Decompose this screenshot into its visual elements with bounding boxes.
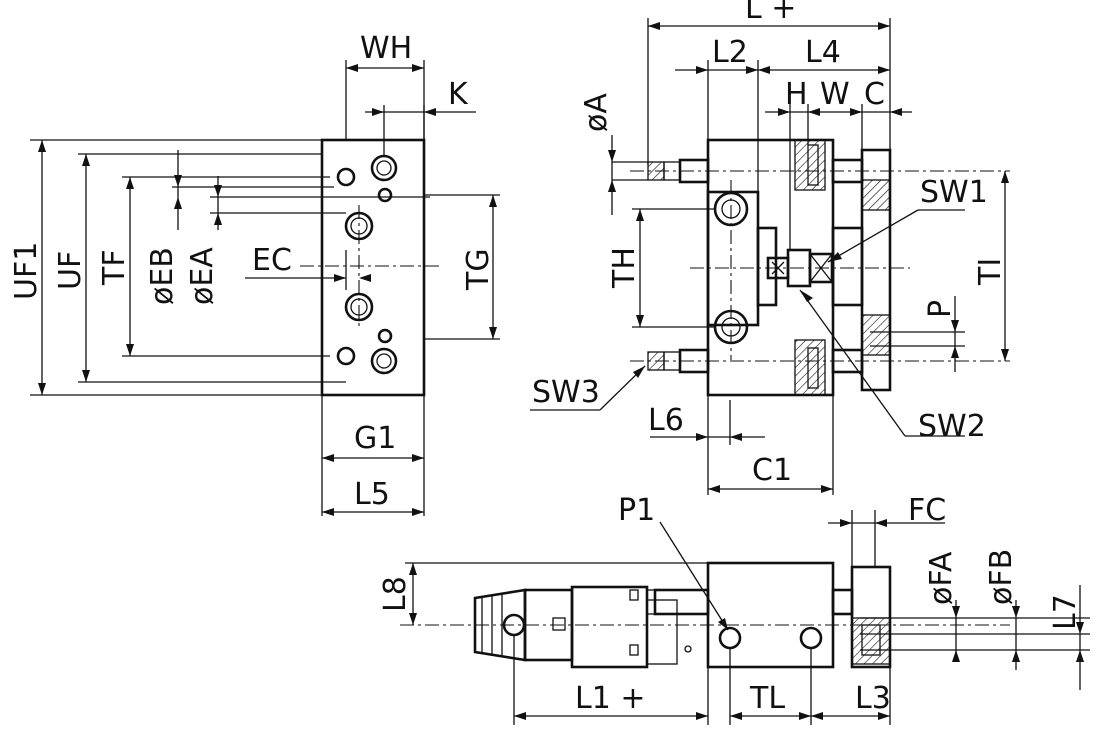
dim-uf: UF: [53, 251, 88, 290]
dim-l1: L1 +: [575, 681, 645, 716]
dim-l4: L4: [805, 35, 841, 70]
side-port: [799, 626, 823, 650]
side-port: [718, 626, 742, 650]
dim-ec: EC: [252, 243, 292, 278]
dim-l7: L7: [1048, 594, 1083, 630]
counterbore-inner: [376, 353, 392, 369]
dim-wh: WH: [360, 31, 412, 66]
dim-c1: C1: [752, 453, 792, 488]
dim-g1: G1: [354, 421, 396, 456]
dim-a: øA: [579, 93, 614, 132]
counterbore-inner: [376, 160, 392, 176]
dim-w: W: [820, 77, 850, 112]
dim-th: TH: [607, 247, 642, 289]
dim-l2: L2: [712, 35, 748, 70]
dim-ea: øEA: [185, 247, 220, 305]
dim-eb: øEB: [145, 247, 180, 305]
dim-sw3: SW3: [532, 375, 600, 410]
dim-fa: øFA: [924, 551, 959, 605]
front-view-body: [320, 138, 426, 397]
side-flange: [850, 565, 892, 669]
dim-c: C: [864, 77, 885, 112]
top-view: L + L2 L4 øA H W C SW1 TH TI P SW3 SW2 L…: [530, 0, 1010, 495]
mounting-hole: [336, 167, 356, 187]
counterbore-hole: [370, 347, 398, 375]
side-view-body: [706, 561, 835, 669]
dim-tl: TL: [749, 681, 785, 716]
dim-l8: L8: [378, 576, 413, 612]
dim-l6: L6: [648, 403, 684, 438]
counterbore-hole: [370, 154, 398, 182]
small-hole: [377, 328, 393, 344]
dim-tg: TG: [461, 248, 496, 291]
dim-ti: TI: [973, 258, 1008, 286]
dim-l5: L5: [354, 477, 390, 512]
dim-uf1: UF1: [9, 242, 44, 300]
dim-l3: L3: [855, 681, 891, 716]
mounting-hole: [336, 346, 356, 366]
front-view: WH K UF1 UF TF øEB øEA EC TG G1 L5: [9, 31, 500, 516]
dim-p1: P1: [618, 493, 655, 528]
side-view: P1 FC L8 øFA øFB L7 L1 + TL L3: [378, 493, 1090, 725]
dim-fb: øFB: [984, 549, 1019, 605]
dim-p: P: [923, 300, 958, 318]
dim-fc: FC: [908, 493, 946, 528]
dim-l: L +: [745, 0, 796, 26]
dim-sw1: SW1: [920, 175, 988, 210]
small-hole: [377, 187, 393, 203]
dim-k: K: [448, 77, 469, 112]
dim-h: H: [785, 77, 808, 112]
dim-tf: TF: [97, 249, 132, 286]
dim-sw2: SW2: [918, 409, 986, 444]
